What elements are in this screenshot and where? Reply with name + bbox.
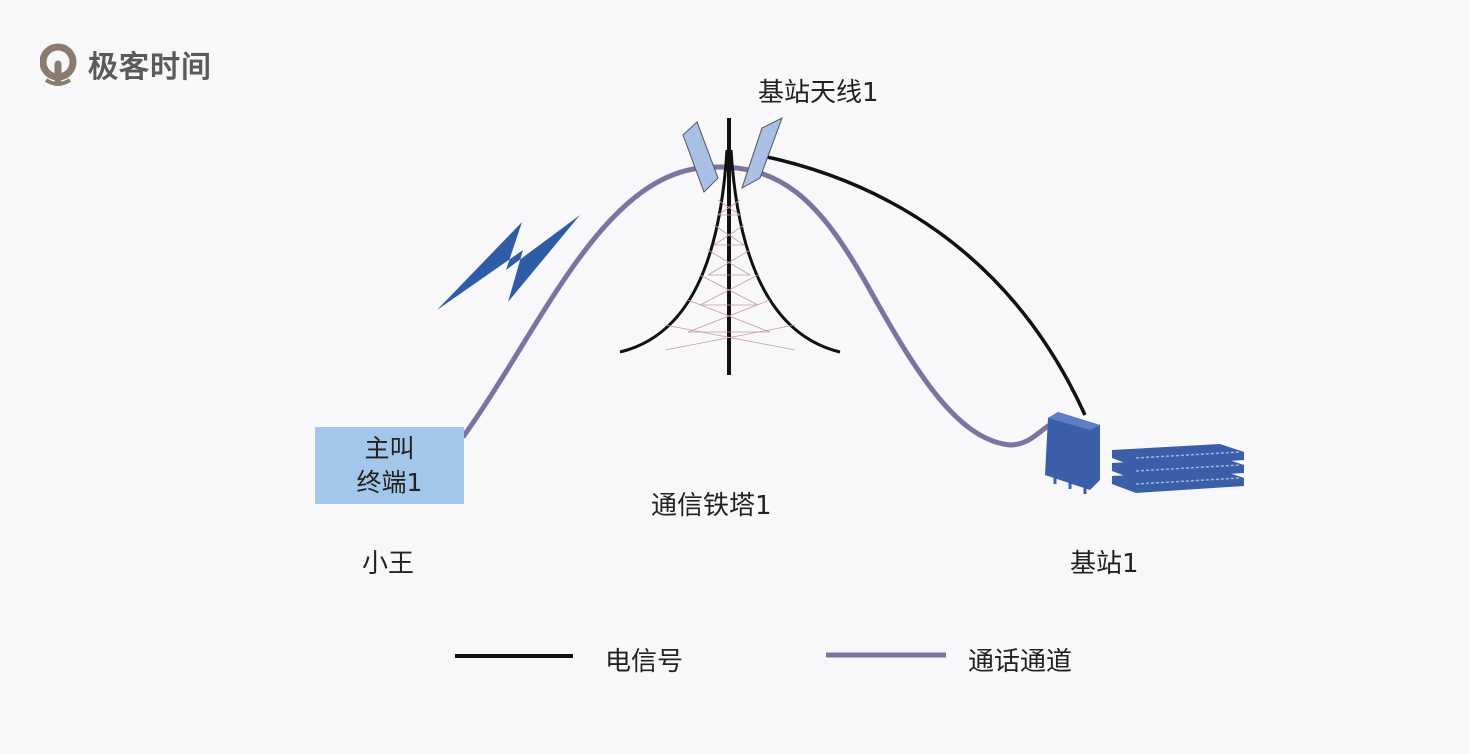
legend-label-call-channel: 通话通道: [968, 647, 1073, 677]
server-rack-icon: [1112, 444, 1244, 493]
signal-line: [757, 153, 1087, 416]
terminal-line2: 终端1: [356, 467, 423, 497]
base-station-label: 基站1: [1070, 549, 1139, 579]
terminal-line1: 主叫: [364, 433, 415, 463]
brand-logo: 极客时间: [40, 42, 212, 86]
tower-icon: [619, 116, 841, 375]
tower-label: 通信铁塔1: [651, 491, 772, 521]
user-label: 小王: [362, 549, 415, 579]
antenna-panel-left-icon: [682, 121, 719, 193]
legend-label-signal: 电信号: [605, 647, 684, 677]
brand-name: 极客时间: [88, 50, 212, 85]
calling-terminal: 主叫 终端1: [315, 427, 464, 504]
geektime-logo-icon: [40, 43, 77, 86]
call-channel-line: [460, 164, 1052, 448]
base-station-icon: [1045, 412, 1244, 494]
antenna-panel-right-icon: [741, 116, 783, 190]
antenna-label: 基站天线1: [758, 78, 879, 108]
lightning-icon: [437, 215, 580, 310]
